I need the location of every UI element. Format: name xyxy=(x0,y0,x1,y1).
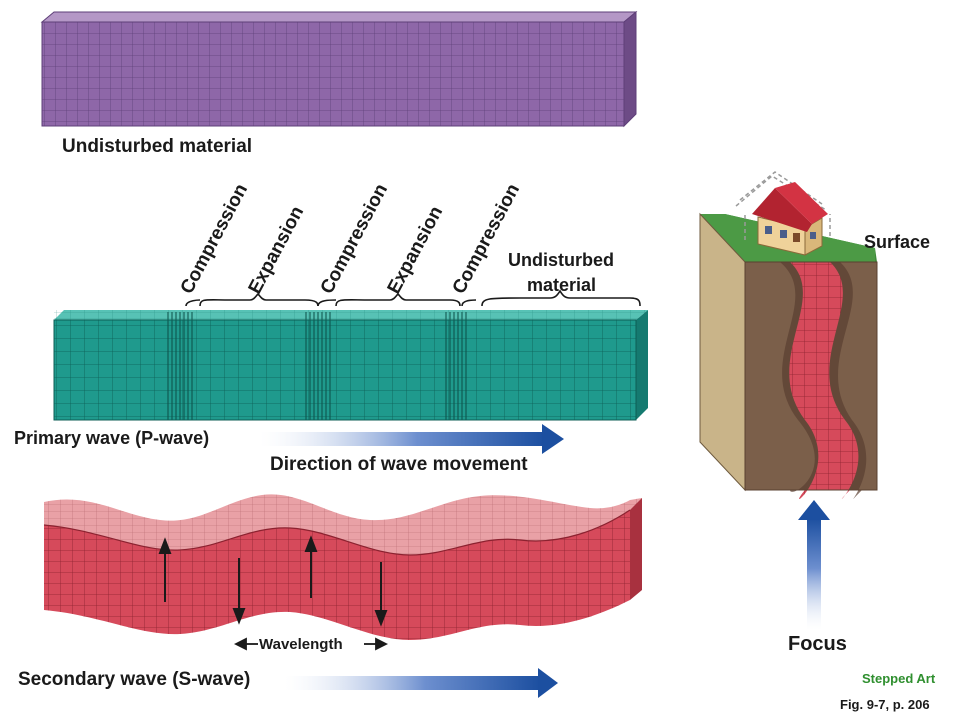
p-wave-block xyxy=(53,310,648,421)
undisturbed-right-line2: material xyxy=(527,275,597,295)
compression-zone-3 xyxy=(445,312,467,420)
s-direction-arrow-icon xyxy=(285,668,558,698)
s-wave-block xyxy=(43,494,642,640)
wavelength-label: Wavelength xyxy=(259,636,343,653)
undisturbed-right-line1: Undisturbed xyxy=(508,250,614,270)
secondary-wave-label: Secondary wave (S-wave) xyxy=(18,669,251,690)
house-icon xyxy=(735,171,831,256)
direction-label: Direction of wave movement xyxy=(270,454,528,475)
particle-motion-arrows xyxy=(158,535,388,627)
compression-zone-2 xyxy=(305,312,331,420)
focus-arrow-icon xyxy=(798,500,830,630)
stepped-art-label: Stepped Art xyxy=(862,671,936,686)
surface-label: Surface xyxy=(864,232,931,252)
earth-block xyxy=(699,212,878,500)
figure-reference: Fig. 9-7, p. 206 xyxy=(840,697,930,712)
undisturbed-material-label: Undisturbed material xyxy=(62,136,253,157)
primary-wave-label: Primary wave (P-wave) xyxy=(14,428,210,448)
zone-braces xyxy=(185,289,641,307)
direction-arrow-icon xyxy=(260,424,564,454)
undisturbed-block xyxy=(40,10,638,128)
compression-zone-1 xyxy=(167,312,193,420)
focus-label: Focus xyxy=(788,633,847,655)
wavelength-arrow-icon xyxy=(233,637,389,651)
